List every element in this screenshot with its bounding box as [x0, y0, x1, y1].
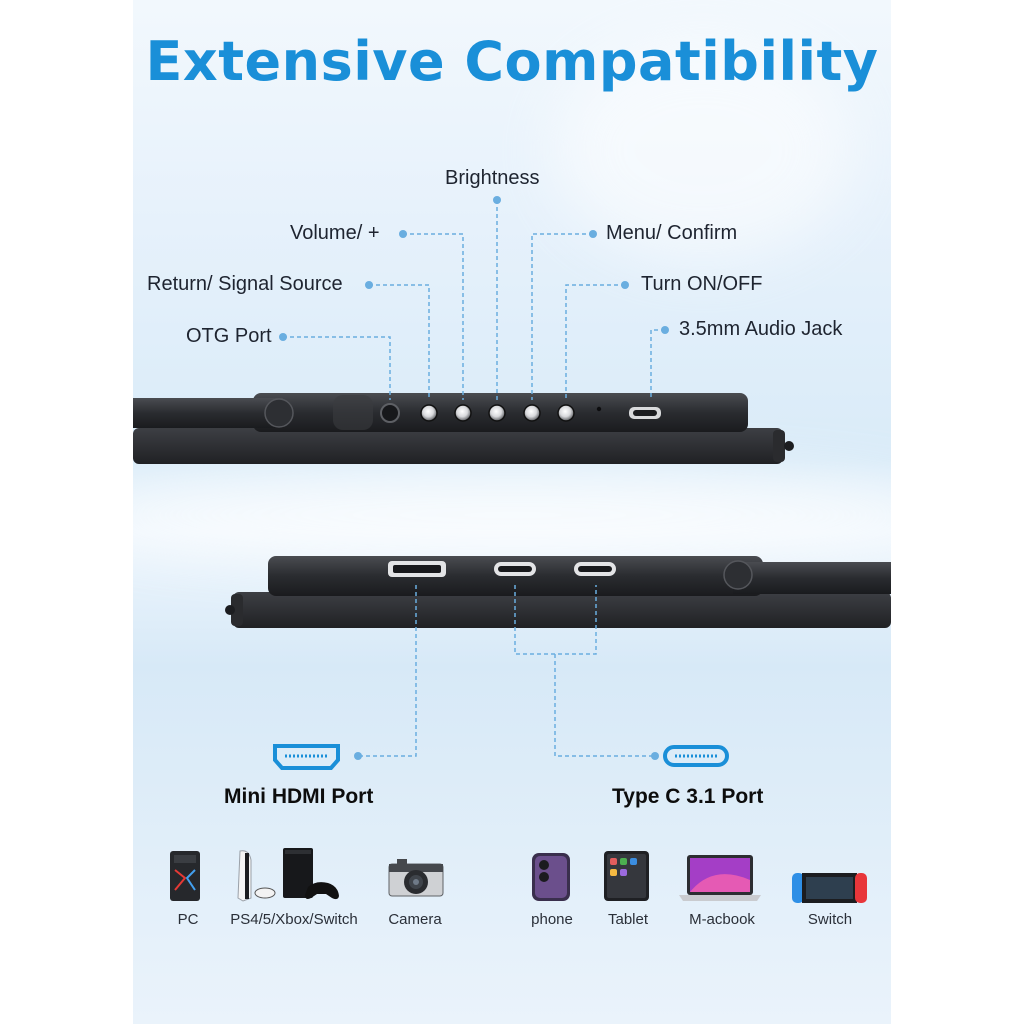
indicator-light	[596, 406, 602, 412]
audio-jack-port[interactable]	[629, 407, 661, 419]
laptop-label: M-acbook	[689, 911, 755, 928]
switch-label: Switch	[807, 911, 853, 928]
background-glow	[553, 40, 853, 260]
game-console-icon	[237, 848, 339, 902]
console-label: PS4/5/Xbox/Switch	[230, 911, 358, 928]
control-leader-dots	[279, 196, 669, 341]
phone-label: phone	[531, 911, 573, 928]
diagram-canvas	[133, 196, 891, 903]
handheld-switch-icon	[792, 873, 867, 903]
return-signal-label: Return/ Signal Source	[147, 273, 343, 295]
background-band	[133, 470, 891, 560]
pc-label: PC	[177, 911, 199, 928]
port-leader-dots	[354, 752, 659, 760]
audio-jack-label: 3.5mm Audio Jack	[679, 318, 843, 340]
return-button[interactable]	[420, 404, 438, 422]
menu-button[interactable]	[523, 404, 541, 422]
usb-c-port-1[interactable]	[494, 562, 536, 576]
camera-label: Camera	[388, 911, 442, 928]
power-button[interactable]	[557, 404, 575, 422]
hdmi-port-icon	[273, 744, 340, 770]
type-c-title: Type C 3.1 Port	[612, 785, 764, 808]
brightness-label: Brightness	[445, 167, 540, 189]
laptop-icon	[679, 855, 761, 901]
usb-c-port-icon	[663, 745, 729, 767]
otg-port[interactable]	[380, 403, 400, 423]
pc-tower-icon	[170, 851, 200, 901]
tablet-label: Tablet	[607, 911, 649, 928]
usb-c-port-2[interactable]	[574, 562, 616, 576]
mini-hdmi-title: Mini HDMI Port	[224, 785, 374, 808]
volume-label: Volume/ +	[290, 222, 380, 244]
brightness-button[interactable]	[488, 404, 506, 422]
mini-hdmi-port[interactable]	[388, 561, 446, 577]
power-label: Turn ON/OFF	[641, 273, 763, 295]
product-banner: Extensive Compatibility	[133, 0, 891, 1024]
volume-button[interactable]	[454, 404, 472, 422]
phone-icon	[532, 853, 570, 901]
page-title: Extensive Compatibility	[145, 30, 879, 93]
tablet-icon	[604, 851, 649, 901]
control-leader-lines	[283, 200, 665, 400]
otg-port-label: OTG Port	[186, 325, 272, 347]
camera-icon	[388, 859, 444, 897]
menu-confirm-label: Menu/ Confirm	[606, 222, 738, 244]
monitor-bottom-edge	[225, 556, 891, 628]
port-leader-lines	[358, 585, 655, 757]
monitor-top-edge	[133, 393, 794, 464]
